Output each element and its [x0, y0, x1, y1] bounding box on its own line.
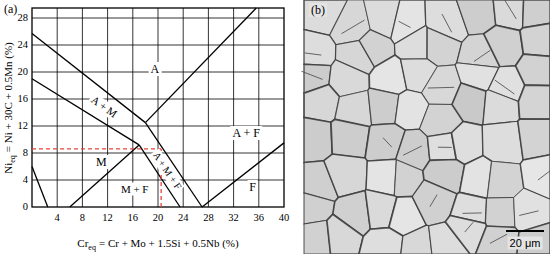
tick-label: 8 — [80, 213, 85, 224]
tick-label: 4 — [55, 213, 60, 224]
twin-boundary — [474, 50, 490, 61]
grain — [368, 88, 399, 125]
phase-label: A — [149, 62, 162, 76]
grid-line — [208, 8, 209, 207]
phase-boundary — [202, 143, 284, 207]
grain — [304, 220, 330, 254]
tick-label: 28 — [18, 13, 29, 24]
tick-label: 20 — [18, 67, 29, 78]
phase-boundary — [145, 123, 202, 207]
phase-boundary — [70, 145, 139, 207]
grain — [516, 54, 550, 86]
axis-title-text: = Cr + Mo + 1.5Si + 0.5Nb (%) — [99, 237, 239, 249]
grid-line — [258, 8, 259, 207]
twin-boundary — [465, 222, 473, 232]
phase-boundary — [32, 34, 145, 123]
twin-boundary — [383, 138, 392, 147]
axis-title-text: Ni — [2, 163, 14, 174]
tick-label: 8 — [23, 148, 28, 159]
grid-line — [158, 8, 159, 207]
panel-label: (a) — [4, 3, 17, 15]
phase-label: M — [94, 155, 109, 169]
twin-boundary — [341, 20, 364, 34]
scale-bar — [506, 230, 544, 232]
grain — [487, 161, 524, 198]
twin-boundary — [403, 146, 422, 155]
phase-boundary — [145, 8, 256, 123]
grain — [427, 27, 462, 66]
grid-line — [183, 8, 184, 207]
grid-line — [233, 8, 234, 207]
plot-frame — [32, 8, 284, 207]
micrograph — [301, 0, 550, 254]
twin-boundary — [399, 21, 411, 27]
twin-boundary — [428, 87, 454, 89]
phase-label: M + F — [119, 183, 151, 196]
subscript: eq — [88, 243, 96, 252]
twin-boundary — [438, 147, 452, 148]
phase-label: A + M + F — [149, 148, 185, 193]
subscript: eq — [8, 155, 17, 163]
tick-label: 24 — [18, 40, 29, 51]
twin-boundary — [305, 53, 321, 55]
grain — [486, 198, 515, 228]
tick-label: 4 — [23, 175, 28, 186]
micrograph-ground — [304, 0, 550, 254]
phase-label: F — [247, 180, 258, 194]
tick-label: 16 — [18, 94, 29, 105]
twin-boundary — [442, 14, 452, 32]
grain — [304, 117, 332, 162]
twin-boundary — [504, 0, 516, 19]
phase-boundary — [32, 167, 48, 208]
grain — [482, 121, 523, 164]
grid-line — [32, 99, 284, 100]
phase-label: A + F — [230, 126, 261, 140]
grain — [394, 26, 427, 60]
grain — [483, 90, 520, 125]
grid-line — [82, 8, 83, 207]
axis-title-text: = Ni + 30C + 0.5Mn (%) — [2, 42, 14, 152]
twin-boundary — [462, 212, 481, 213]
axis-title-text: Cr — [77, 237, 88, 249]
twin-boundary — [490, 234, 507, 243]
grain — [401, 225, 432, 254]
tick-label: 12 — [18, 121, 29, 132]
panel-label: (b) — [309, 3, 327, 17]
grid-line — [32, 45, 284, 46]
axis-title: Nieq = Ni + 30C + 0.5Mn (%) — [0, 42, 17, 174]
grain — [459, 156, 491, 199]
grid-line — [132, 8, 133, 207]
twin-boundary — [301, 71, 322, 79]
tick-label: 40 — [279, 213, 290, 224]
scale-label: 20 μm — [508, 237, 543, 250]
tick-label: 0 — [23, 202, 28, 213]
twin-boundary — [538, 169, 550, 180]
tick-label: 20 — [153, 213, 164, 224]
grain — [452, 83, 486, 125]
tick-label: 24 — [178, 213, 189, 224]
composition-marker — [32, 148, 161, 149]
phase-boundary — [32, 79, 139, 145]
grain — [518, 119, 550, 160]
grain — [327, 214, 363, 254]
twin-boundary — [430, 195, 437, 207]
grain — [520, 23, 550, 56]
grain — [484, 25, 524, 67]
tick-label: 32 — [228, 213, 239, 224]
grain — [304, 30, 336, 66]
grain — [304, 84, 340, 122]
tick-label: 16 — [128, 213, 139, 224]
grain — [359, 228, 403, 254]
grain — [518, 85, 550, 119]
axis-title: Creq= Cr + Mo + 1.5Si + 0.5Nb (%) — [77, 234, 238, 252]
phase-label: A + M — [87, 92, 121, 121]
schaeffler-diagram — [32, 8, 284, 207]
twin-boundary — [519, 211, 538, 216]
tick-label: 36 — [254, 213, 265, 224]
twin-boundary — [495, 80, 515, 94]
grid-line — [57, 8, 58, 207]
tick-label: 12 — [102, 213, 113, 224]
grain — [331, 119, 370, 158]
tick-label: 28 — [203, 213, 214, 224]
